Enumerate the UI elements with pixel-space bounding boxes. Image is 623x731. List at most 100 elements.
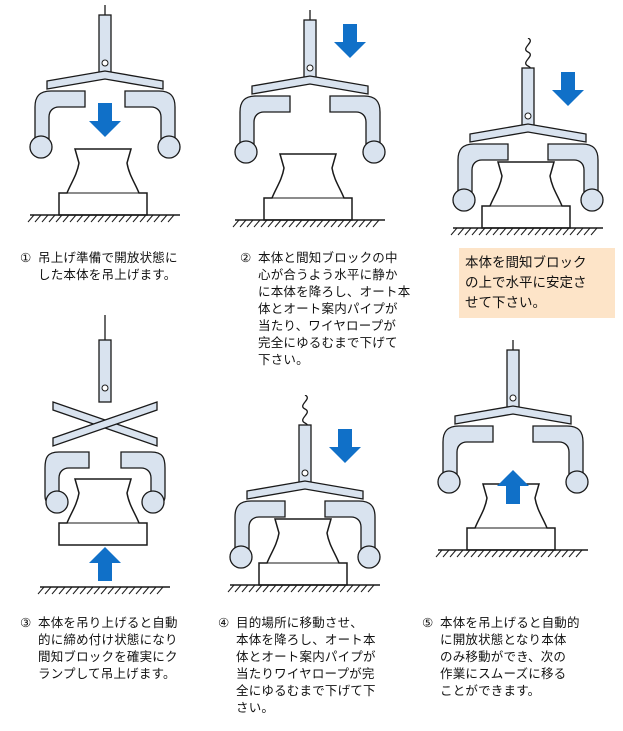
pin-icon xyxy=(306,64,314,72)
hatch-stroke xyxy=(470,549,478,558)
ground-hatching xyxy=(27,214,175,223)
hatch-stroke xyxy=(323,219,331,228)
link-bar xyxy=(454,405,572,425)
slack-wire-rope xyxy=(302,395,308,429)
hatch-stroke xyxy=(309,219,317,228)
right-pad-icon xyxy=(362,140,386,164)
hatch-stroke xyxy=(132,214,140,223)
hatch-stroke xyxy=(69,214,77,223)
block-icon xyxy=(481,161,571,229)
block-icon xyxy=(58,478,148,546)
hatch-stroke xyxy=(548,227,556,236)
hatch-stroke xyxy=(283,584,291,593)
hatch-stroke xyxy=(576,227,584,236)
hatch-stroke xyxy=(246,219,254,228)
clamp-illustration xyxy=(227,395,381,593)
guide-pipe xyxy=(303,19,317,83)
hatch-stroke xyxy=(484,549,492,558)
guide-pipe xyxy=(298,424,312,488)
hatch-stroke xyxy=(478,227,486,236)
hatch-stroke xyxy=(351,219,359,228)
hatch-stroke xyxy=(512,549,520,558)
hatch-stroke xyxy=(27,214,35,223)
hatch-stroke xyxy=(463,549,471,558)
up-arrow-icon xyxy=(89,547,121,581)
hatch-stroke xyxy=(65,586,73,595)
hatch-stroke xyxy=(281,219,289,228)
hatch-stroke xyxy=(526,549,534,558)
down-arrow-icon xyxy=(89,103,121,137)
down-arrow-icon xyxy=(552,72,584,106)
right-pad-icon xyxy=(141,490,165,514)
hatch-stroke xyxy=(471,227,479,236)
guide-pipe xyxy=(98,14,112,78)
hatch-stroke xyxy=(276,584,284,593)
hatch-stroke xyxy=(79,586,87,595)
hatch-stroke xyxy=(562,227,570,236)
hatch-stroke xyxy=(499,227,507,236)
step-number: ④ xyxy=(218,615,230,630)
hatch-stroke xyxy=(547,549,555,558)
clamp-illustration xyxy=(37,315,170,595)
down-arrow-icon xyxy=(334,24,366,58)
link-bar xyxy=(46,70,164,90)
hatch-stroke xyxy=(93,586,101,595)
hatch-stroke xyxy=(498,549,506,558)
hatch-stroke xyxy=(346,584,354,593)
clamp-illustration xyxy=(435,340,589,558)
hatch-stroke xyxy=(51,586,59,595)
hatch-stroke xyxy=(58,586,66,595)
hatch-stroke xyxy=(457,227,465,236)
pin-icon xyxy=(509,394,517,402)
hatch-stroke xyxy=(62,214,70,223)
figure-step-3 xyxy=(20,315,190,605)
hatch-stroke xyxy=(367,584,375,593)
step-number: ③ xyxy=(20,615,32,630)
pin-icon xyxy=(101,59,109,67)
ground-hatching xyxy=(232,219,380,228)
hatch-stroke xyxy=(575,549,583,558)
hatch-stroke xyxy=(485,227,493,236)
hatch-stroke xyxy=(533,549,541,558)
right-pad-icon xyxy=(565,470,589,494)
hatch-stroke xyxy=(90,214,98,223)
left-pad-icon xyxy=(29,135,53,159)
hatch-stroke xyxy=(160,214,168,223)
figure-step-1 xyxy=(20,5,190,235)
link-bar xyxy=(251,75,369,95)
hatch-stroke xyxy=(449,549,457,558)
hatch-stroke xyxy=(360,584,368,593)
hatch-stroke xyxy=(241,584,249,593)
block-icon xyxy=(58,148,148,216)
hatch-stroke xyxy=(337,219,345,228)
step-number: ① xyxy=(20,250,32,265)
ground-hatching xyxy=(227,584,375,593)
hatch-stroke xyxy=(520,227,528,236)
hatch-stroke xyxy=(142,586,150,595)
left-pad-icon xyxy=(452,188,476,212)
hatch-stroke xyxy=(239,219,247,228)
link-bar xyxy=(246,480,364,500)
hatch-stroke xyxy=(325,584,333,593)
hatch-stroke xyxy=(153,214,161,223)
clamp-illustration xyxy=(27,5,181,223)
hatch-stroke xyxy=(76,214,84,223)
hatch-stroke xyxy=(540,549,548,558)
hatch-stroke xyxy=(492,227,500,236)
hatch-stroke xyxy=(146,214,154,223)
hatch-stroke xyxy=(118,214,126,223)
hatch-stroke xyxy=(435,549,443,558)
hatch-stroke xyxy=(330,219,338,228)
hatch-stroke xyxy=(253,219,261,228)
stability-note: 本体を間知ブロック の上で水平に安定さ せて下さい。 xyxy=(459,248,615,318)
ground-hatching xyxy=(450,227,598,236)
left-pad-icon xyxy=(229,545,253,569)
hatch-stroke xyxy=(232,219,240,228)
hatch-stroke xyxy=(260,219,268,228)
hatch-stroke xyxy=(358,219,366,228)
hatch-stroke xyxy=(519,549,527,558)
hatch-stroke xyxy=(97,214,105,223)
